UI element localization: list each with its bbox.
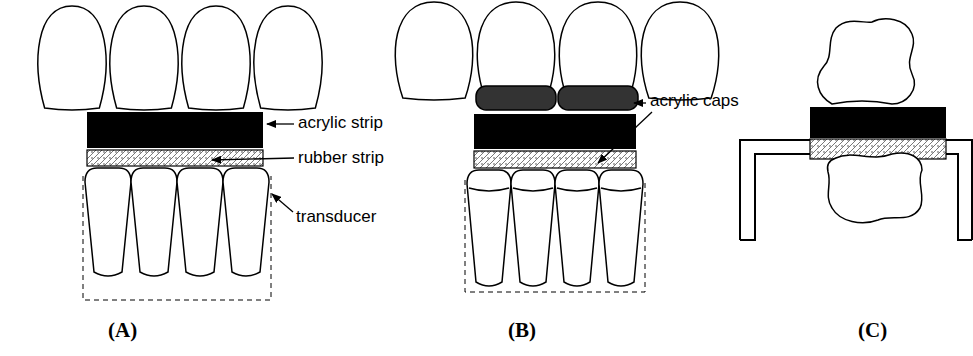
lower-tooth — [177, 168, 223, 276]
acrylic-cap-edge — [601, 188, 641, 191]
acrylic-strip — [474, 114, 636, 149]
rubber-strip — [87, 150, 263, 166]
rubber-strip — [474, 151, 636, 168]
part-label: rubber strip — [298, 148, 384, 168]
panel-label: (B) — [508, 320, 536, 340]
bracket — [740, 140, 972, 240]
panel-label: (A) — [108, 320, 137, 340]
leader-line — [634, 102, 646, 103]
acrylic-cap-edge — [469, 188, 509, 191]
lower-tooth — [85, 168, 131, 276]
lower-tooth-side — [827, 153, 922, 223]
upper-tooth — [38, 6, 106, 110]
acrylic-cap — [476, 86, 556, 110]
transducer-outline — [465, 180, 645, 292]
lower-tooth — [467, 170, 511, 286]
acrylic-strip — [87, 112, 263, 148]
leader-line — [272, 194, 293, 212]
part-label: acrylic caps — [650, 91, 739, 111]
lower-tooth — [131, 168, 177, 276]
leader-line — [598, 112, 652, 163]
panel-label: (C) — [858, 320, 887, 340]
acrylic-cap — [558, 86, 638, 110]
lower-tooth — [511, 170, 555, 286]
upper-tooth — [395, 2, 473, 100]
upper-tooth — [110, 6, 178, 110]
lower-tooth — [223, 168, 269, 276]
rubber-strip — [810, 139, 946, 159]
part-label: transducer — [296, 207, 376, 227]
lower-tooth — [555, 170, 599, 286]
upper-tooth — [182, 6, 250, 110]
acrylic-strip — [810, 107, 946, 138]
upper-tooth-side — [818, 19, 915, 104]
upper-tooth — [254, 6, 322, 110]
acrylic-cap-edge — [557, 188, 597, 191]
upper-tooth — [641, 2, 719, 100]
acrylic-cap-edge — [513, 188, 553, 191]
part-label: acrylic strip — [298, 113, 383, 133]
leader-line — [212, 158, 294, 160]
lower-tooth — [599, 170, 643, 286]
transducer-outline — [83, 176, 271, 300]
leader-line — [267, 123, 294, 124]
